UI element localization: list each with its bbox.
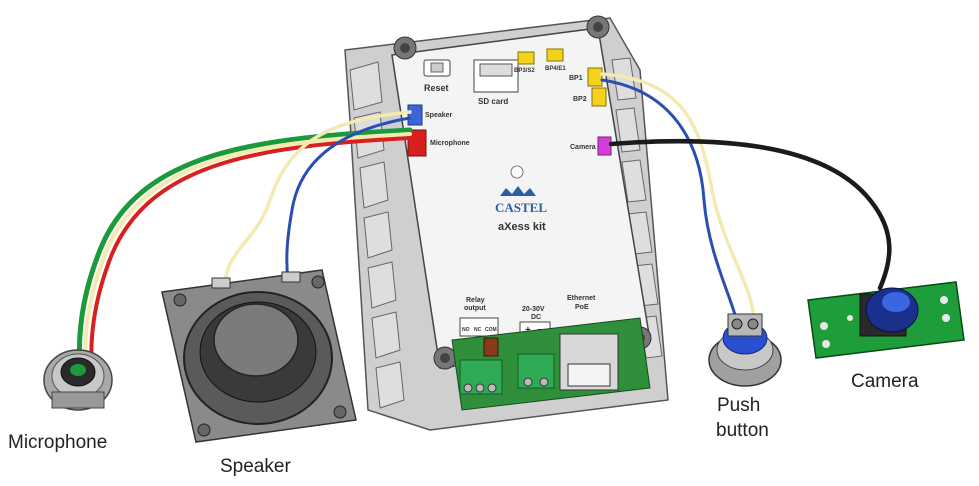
bp2-label: BP2 <box>573 96 587 103</box>
sd-card-slot: SD card <box>473 59 519 106</box>
fuse <box>483 337 499 357</box>
screw-top-right <box>586 15 610 39</box>
microphone-device <box>43 349 113 411</box>
connector-microphone: Microphone <box>407 129 470 157</box>
brand-name: CASTEL <box>495 200 547 215</box>
pushbutton-wire-blue <box>600 78 738 320</box>
model-name: aXess kit <box>498 221 546 233</box>
dc-label-1: 20-30V <box>522 306 545 313</box>
screw-top-left <box>393 36 417 60</box>
status-led <box>510 165 524 179</box>
relay-com-label: COM <box>485 327 497 333</box>
dc-plus-label: + <box>525 325 531 336</box>
microphone-port-label: Microphone <box>430 140 470 147</box>
connector-bp3: BP3/S2 <box>514 51 535 74</box>
screw-bottom-left <box>433 346 457 370</box>
caption-speaker: Speaker <box>220 456 291 477</box>
pushbutton-wire-yellow <box>600 72 756 320</box>
ethernet-jack <box>559 333 619 391</box>
sd-card-label: SD card <box>478 97 508 106</box>
caption-push-line2: button <box>716 420 769 441</box>
mic-wire-green <box>76 127 413 371</box>
relay-label-1: Relay <box>466 297 485 304</box>
caption-push-line1: Push <box>717 395 761 416</box>
connector-bp1: BP1 <box>569 67 603 87</box>
castel-logo: CASTEL aXess kit <box>495 186 547 233</box>
relay-label-2: output <box>464 305 486 312</box>
reset-label: Reset <box>424 83 449 93</box>
connector-speaker: Speaker <box>407 104 453 126</box>
screws <box>393 15 652 370</box>
speaker-device <box>161 269 357 443</box>
connector-bp4: BP4/E1 <box>545 48 566 72</box>
relay-nc-label: NC <box>474 327 482 333</box>
pcb-bottom <box>451 317 651 411</box>
camera-wire-black <box>608 138 892 291</box>
reset-switch: Reset <box>423 59 451 93</box>
push-button-device <box>708 313 782 387</box>
bp4-label: BP4/E1 <box>545 66 566 72</box>
wires <box>76 72 892 371</box>
dc-label-2: DC <box>531 314 541 321</box>
speaker-wire-yellow <box>223 110 412 284</box>
camera-port-label: Camera <box>570 144 596 151</box>
ethernet-label-1: Ethernet <box>567 295 596 302</box>
speaker-wire-blue <box>285 116 412 284</box>
speaker-port-label: Speaker <box>425 112 453 119</box>
ethernet-label-2: PoE <box>575 304 589 311</box>
caption-camera: Camera <box>851 371 919 392</box>
camera-device <box>807 281 965 359</box>
relay-terminal-block <box>459 359 503 395</box>
relay-no-label: NO <box>462 327 470 333</box>
bp1-label: BP1 <box>569 75 583 82</box>
connector-bp2: BP2 <box>573 87 607 107</box>
mic-wire-red <box>89 136 412 370</box>
dc-terminal-block <box>517 353 555 389</box>
caption-microphone: Microphone <box>8 432 108 453</box>
bp3-label: BP3/S2 <box>514 68 535 74</box>
